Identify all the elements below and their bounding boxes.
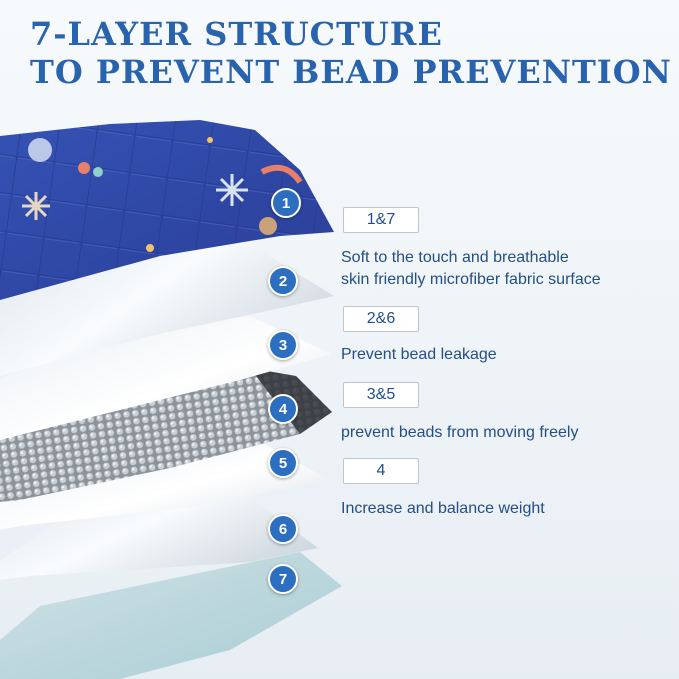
callout-desc-1-7-line-1: Soft to the touch and breathable: [341, 249, 569, 266]
callout-desc-1-7-line-2: skin friendly microfiber fabric surface: [341, 271, 601, 288]
layer-badge-3: 3: [268, 330, 298, 360]
layer-badge-1: 1: [271, 188, 301, 218]
callout-tag-2-6: 2&6: [343, 306, 419, 332]
layer-badge-4: 4: [268, 394, 298, 424]
headline-line-2: TO PREVENT BEAD PREVENTION: [30, 53, 672, 91]
callout-desc-3-5: prevent beads from moving freely: [341, 424, 579, 441]
callout-tag-3-5: 3&5: [343, 382, 419, 408]
callout-tag-4: 4: [343, 458, 419, 484]
layer-badge-2: 2: [268, 266, 298, 296]
layer-badge-5: 5: [268, 448, 298, 478]
quilt-print-decoration: [22, 137, 303, 252]
layer-badge-7: 7: [268, 564, 298, 594]
callout-desc-4: Increase and balance weight: [341, 500, 545, 517]
layer-7-fabric: [0, 552, 342, 679]
headline-line-1: 7-LAYER STRUCTURE: [30, 15, 443, 53]
layer-badge-6: 6: [268, 514, 298, 544]
callout-desc-2-6: Prevent bead leakage: [341, 346, 497, 363]
callout-tag-1-7: 1&7: [343, 207, 419, 233]
layer-6-fabric: [0, 490, 318, 580]
